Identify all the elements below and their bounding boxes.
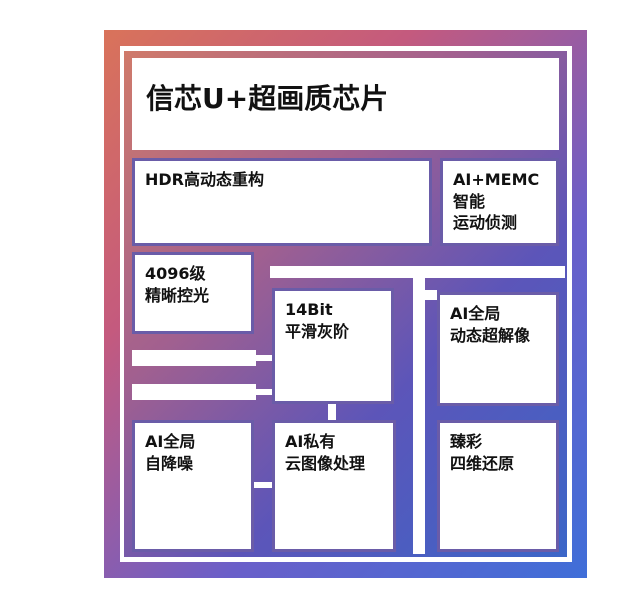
- denoise-block: AI全局 自降噪: [132, 420, 254, 552]
- color-label-line1: 臻彩: [450, 432, 483, 451]
- cloud-label-line2: 云图像处理: [285, 453, 366, 473]
- gray-label-line2: 平滑灰阶: [285, 321, 350, 341]
- super-resolution-block: AI全局 动态超解像: [437, 292, 559, 406]
- color-label-line2: 四维还原: [450, 453, 515, 473]
- link-connector-4: [328, 404, 336, 422]
- hdr-label: HDR高动态重构: [145, 170, 264, 189]
- chip-title: 信芯U+超画质芯片: [146, 82, 389, 115]
- link-connector-1: [256, 355, 272, 361]
- cloud-image-block: AI私有 云图像处理: [272, 420, 396, 552]
- color-restore-block: 臻彩 四维还原: [437, 420, 559, 552]
- memc-label-line3: 运动侦测: [453, 213, 518, 233]
- gray-label-line1: 14Bit: [285, 300, 333, 319]
- superres-label-line2: 动态超解像: [450, 325, 531, 345]
- precision-light-block: 4096级 精晰控光: [132, 252, 254, 334]
- memc-block: AI+MEMC 智能 运动侦测: [440, 158, 559, 246]
- memc-label-line1: AI+MEMC: [453, 170, 540, 189]
- bus-bar-vertical: [413, 266, 425, 554]
- link-bar-1: [132, 350, 256, 366]
- precision-label-line2: 精晰控光: [145, 285, 210, 305]
- memc-label-line2: 智能: [453, 191, 486, 211]
- cloud-label-line1: AI私有: [285, 432, 336, 451]
- precision-label-line1: 4096级: [145, 264, 206, 283]
- denoise-label-line1: AI全局: [145, 432, 196, 451]
- chip-title-block: 信芯U+超画质芯片: [132, 58, 559, 150]
- link-connector-3: [254, 482, 272, 488]
- link-bar-2: [132, 384, 256, 400]
- gray-scale-block: 14Bit 平滑灰阶: [272, 288, 394, 404]
- denoise-label-line2: 自降噪: [145, 453, 194, 473]
- link-connector-2: [256, 389, 272, 395]
- bus-bar-branch: [425, 290, 437, 300]
- hdr-block: HDR高动态重构: [132, 158, 432, 246]
- superres-label-line1: AI全局: [450, 304, 501, 323]
